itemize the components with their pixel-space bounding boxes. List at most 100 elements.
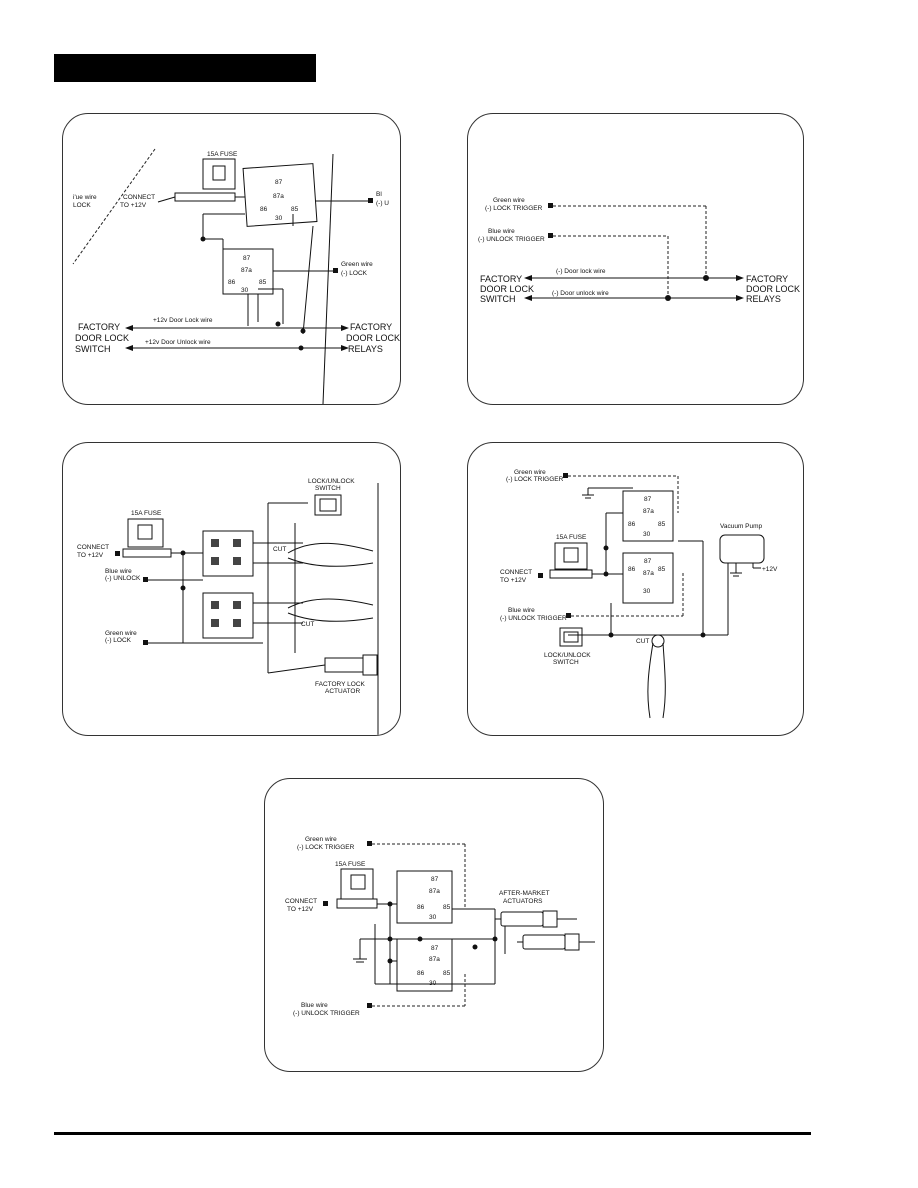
to12v-label: TO +12V (500, 577, 527, 584)
relays-right: RELAYS (348, 344, 383, 354)
factory-right: FACTORY (350, 322, 392, 332)
lock-label: (-) LOCK (105, 637, 132, 644)
to12v-label: TO +12V (120, 202, 147, 209)
pin-85-b: 85 (443, 970, 451, 977)
connect-label: CONNECT (285, 898, 317, 905)
switch-label-2: SWITCH (553, 659, 579, 666)
diagram-aftermarket-actuators: Green wire (-) LOCK TRIGGER 15A FUSE CON… (264, 778, 604, 1072)
actuator-label-2: ACTUATOR (325, 688, 360, 695)
actuators-label-2: ACTUATORS (503, 898, 543, 905)
connect-label: CONNECT (500, 569, 532, 576)
switch-left: SWITCH (480, 294, 516, 304)
cut-label-1: CUT (273, 546, 286, 553)
pin-30-b: 30 (643, 588, 651, 595)
pin-30: 30 (275, 215, 283, 222)
pin-87a: 87a (429, 888, 440, 895)
relay-lower (202, 592, 254, 639)
actuator-upper (500, 911, 544, 927)
switch-left: SWITCH (75, 344, 111, 354)
fuse-body (174, 192, 236, 202)
pin-87-b: 87 (644, 558, 652, 565)
switch-label-1: LOCK/UNLOCK (544, 652, 591, 659)
pin-85: 85 (443, 904, 451, 911)
factory-left: FACTORY (480, 274, 522, 284)
cut-label-2: CUT (301, 621, 314, 628)
relay-upper (202, 530, 254, 577)
green-wire-label: Green wire (493, 197, 525, 204)
lock-unlock-switch (559, 627, 583, 647)
diagram-vacuum-pump: Green wire (-) LOCK TRIGGER 87 87a 86 85… (467, 442, 804, 736)
pin-87: 87 (644, 496, 652, 503)
actuators-label-1: AFTER-MARKET (499, 890, 550, 897)
pin-85: 85 (291, 206, 299, 213)
pin-87a-b: 87a (241, 267, 252, 274)
to12v-label: TO +12V (77, 552, 104, 559)
pin-85-b: 85 (658, 566, 666, 573)
fuse-label: 15A FUSE (131, 510, 162, 517)
pin-87: 87 (431, 876, 439, 883)
vacuum-pump (719, 534, 765, 564)
door-unlock-wire-label: (-) Door unlock wire (552, 290, 609, 297)
fuse-label: 15A FUSE (556, 534, 587, 541)
relay-upper (622, 490, 674, 542)
unlock-trigger-label: (-) UNLOCK TRIGGER (478, 236, 545, 243)
green-wire-label: Green wire (305, 836, 337, 843)
pin-30: 30 (643, 531, 651, 538)
lock-wire-label: +12v Door Lock wire (153, 317, 213, 324)
blue-wire-label: Blue wire (105, 568, 132, 575)
pin-86: 86 (260, 206, 268, 213)
to12v-label: TO +12V (287, 906, 314, 913)
door-lock-right: DOOR LOCK (746, 284, 800, 294)
green-wire-label: Green wire (514, 469, 546, 476)
pin-87-b: 87 (431, 945, 439, 952)
unlock-label: (-) UNLOCK (105, 575, 141, 582)
door-lock-left: DOOR LOCK (480, 284, 534, 294)
fuse-label: 15A FUSE (335, 861, 366, 868)
lock-trigger-label: (-) LOCK TRIGGER (485, 205, 543, 212)
connect-label: CONNECT (77, 544, 109, 551)
pin-87: 87 (275, 179, 283, 186)
unlock-trigger-label: (-) UNLOCK TRIGGER (500, 615, 567, 622)
switch-top-label: LOCK/UNLOCK (308, 478, 355, 485)
door-lock-left: DOOR LOCK (75, 333, 129, 343)
unlock-trigger-label: (-) UNLOCK TRIGGER (293, 1010, 360, 1017)
factory-actuator (324, 657, 364, 673)
blue-wire-label: Blue wire (301, 1002, 328, 1009)
relay-upper (396, 870, 453, 924)
fuse-label: 15A FUSE (207, 151, 238, 158)
diagram-reverse-polarity: 15A FUSE CONNECT TO +12V Blue wire (-) U… (62, 442, 401, 736)
section-title-bar (54, 54, 316, 82)
relays-right: RELAYS (746, 294, 781, 304)
cut-label: CUT (636, 638, 649, 645)
factory-right: FACTORY (746, 274, 788, 284)
diagram-negative-trigger: Green wire (-) LOCK TRIGGER Blue wire (-… (467, 113, 804, 405)
lock-trigger-label: (-) LOCK TRIGGER (506, 476, 564, 483)
switch-top-label-2: SWITCH (315, 485, 341, 492)
lock-trigger-label: (-) LOCK TRIGGER (297, 844, 355, 851)
upper-relay (242, 163, 318, 227)
pin-87a-b: 87a (643, 570, 654, 577)
pin-86: 86 (417, 904, 425, 911)
unlock-wire-label: +12v Door Unlock wire (145, 339, 211, 346)
green-wire-label: Green wire (105, 630, 137, 637)
blue-wire-label: Blue wire (488, 228, 515, 235)
pin-86: 86 (628, 521, 636, 528)
pin-30-b: 30 (241, 287, 249, 294)
lock-label: (-) LOCK (341, 270, 368, 277)
door-lock-right: DOOR LOCK (346, 333, 400, 343)
actuator-label: FACTORY LOCK (315, 681, 366, 688)
right-partial-2: (-) U (376, 200, 389, 207)
pin-87a: 87a (643, 508, 654, 515)
lock-partial: LOCK (73, 202, 91, 209)
relay-lower (622, 552, 674, 604)
green-wire-partial: i'ue wire (73, 194, 97, 201)
pin-86-b: 86 (628, 566, 636, 573)
footer-rule (54, 1132, 811, 1135)
pin-85: 85 (658, 521, 666, 528)
relay-lower (396, 938, 453, 992)
pin-87a-b: 87a (429, 956, 440, 963)
pin-86-b: 86 (228, 279, 236, 286)
pin-85-b: 85 (259, 279, 267, 286)
right-partial-1: Bl (376, 191, 382, 198)
pin-87a: 87a (273, 193, 284, 200)
